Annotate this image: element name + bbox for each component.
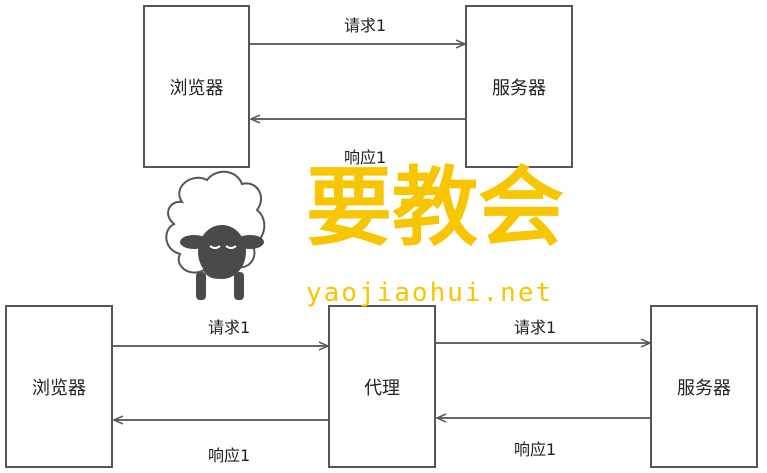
brand-url: yaojiaohui.net <box>306 278 554 308</box>
top-browser-label: 浏览器 <box>169 77 224 99</box>
top-browser-box: 浏览器 <box>143 5 250 168</box>
bottom-proxy-label: 代理 <box>364 377 400 399</box>
bottom-right-request-label: 请求1 <box>514 318 557 337</box>
bottom-proxy-box: 代理 <box>328 305 436 468</box>
top-server-box: 服务器 <box>465 5 573 168</box>
brand-title: 要教会 <box>306 157 564 258</box>
bottom-left-response-label: 响应1 <box>208 446 251 465</box>
bottom-server-label: 服务器 <box>677 377 731 399</box>
bottom-browser-box: 浏览器 <box>5 305 113 468</box>
sheep-icon <box>165 170 266 300</box>
top-response-label: 响应1 <box>344 148 387 167</box>
bottom-server-box: 服务器 <box>650 305 758 468</box>
bottom-right-response-label: 响应1 <box>514 440 557 459</box>
top-server-label: 服务器 <box>492 77 546 99</box>
bottom-browser-label: 浏览器 <box>32 377 86 399</box>
top-request-label: 请求1 <box>344 16 387 35</box>
bottom-left-request-label: 请求1 <box>208 318 251 337</box>
